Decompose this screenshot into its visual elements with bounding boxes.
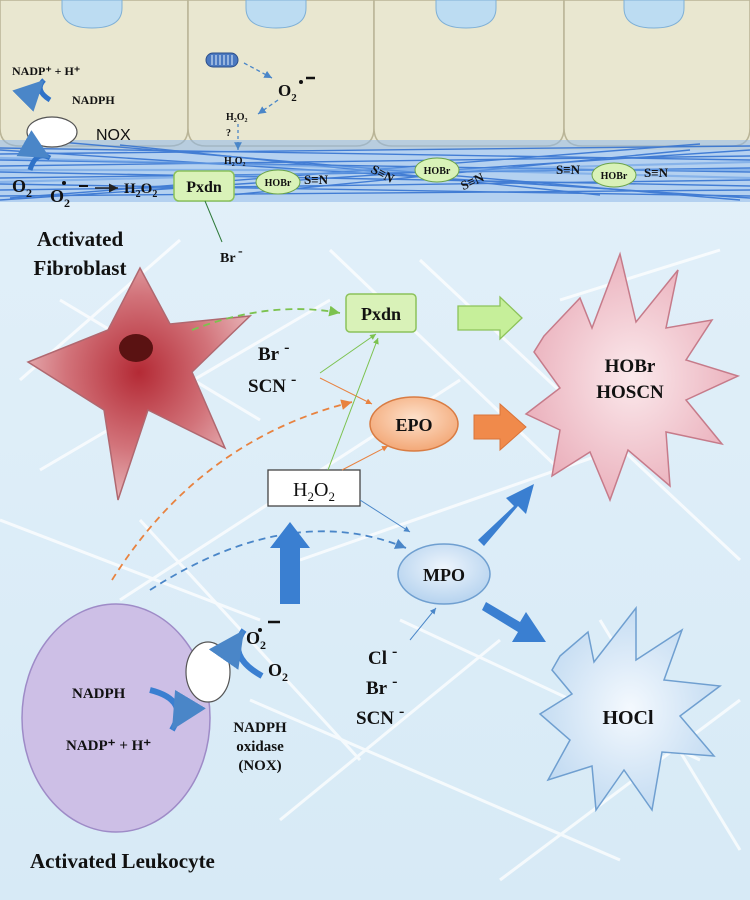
- svg-text:HOBr: HOBr: [265, 178, 292, 189]
- svg-text:S≡N: S≡N: [304, 172, 329, 187]
- pxdn-box: [345, 293, 417, 333]
- matrix-h2o2-label: H₂O₂: [224, 156, 246, 167]
- fibroblast-cell: [26, 266, 253, 501]
- top-pxdn-label: Pxdn: [186, 179, 222, 196]
- h2o2-to-mpo-arrow: [359, 499, 411, 533]
- leukocyte-nadph-arrow: [149, 687, 206, 732]
- nox-label-line1: NADPH: [233, 720, 287, 736]
- o2-to-superoxide-arrow: [208, 628, 264, 679]
- fibroblast-label-line2: Fibroblast: [34, 256, 127, 280]
- burst-hoscn-label: HOSCN: [596, 382, 664, 403]
- top-o2-label: O2: [12, 176, 32, 200]
- cell-h2o2-label: H₂O₂: [226, 112, 248, 123]
- h2o2-to-epo-arrow: [341, 445, 389, 471]
- membrane-hobr-2: HOBr: [414, 157, 460, 183]
- top-pxdn-box: [173, 170, 235, 202]
- epithelial-cell-layer: [0, 0, 750, 150]
- leukocyte-to-epo-arrow: [111, 399, 353, 581]
- svg-text:HOBr: HOBr: [424, 166, 451, 177]
- nox-top-ellipse: [26, 116, 78, 148]
- mito-to-superoxide-arrow: [243, 62, 273, 79]
- bottom-br-label: Br-: [366, 673, 397, 699]
- middle-scn-label: SCN-: [248, 371, 296, 397]
- superoxide-dot: [62, 181, 66, 185]
- cell-superoxide-dot: [299, 80, 303, 84]
- h2o2-box: [267, 469, 361, 507]
- nadph-arrow-top: [12, 78, 52, 112]
- svg-text:HOBr: HOBr: [601, 171, 628, 182]
- halides-to-mpo-arrow: [409, 607, 437, 641]
- br-to-epo-arrow: [319, 377, 373, 405]
- mitochondrion-icon: [205, 52, 239, 68]
- bottom-cl-label: Cl-: [368, 643, 397, 669]
- middle-h2o2-label: H2O2: [293, 479, 335, 504]
- mpo-to-hocl-arrow: [482, 602, 546, 642]
- membrane-hobr-3: HOBr: [591, 162, 637, 188]
- hocl-label: HOCl: [602, 707, 654, 729]
- top-br-label: Br-: [220, 244, 243, 266]
- h2o2-to-pxdn-arrow: [327, 337, 379, 471]
- leukocyte-o2-label: O2: [268, 660, 288, 684]
- membrane-sn-1: S≡N: [304, 172, 329, 187]
- epo-node: [369, 396, 459, 452]
- br-to-pxdn-arrow: [319, 333, 377, 374]
- membrane-sn-5: S≡N: [644, 165, 669, 180]
- leukocyte-nadph-label: NADPH: [72, 686, 126, 702]
- mpo-to-hobr-arrow: [478, 484, 534, 546]
- epo-label: EPO: [395, 415, 432, 435]
- svg-text:S≡N: S≡N: [556, 162, 581, 177]
- fibroblast-to-pxdn-arrow: [191, 305, 341, 331]
- top-h2o2-label: H2O2: [124, 181, 157, 200]
- mpo-node: [397, 543, 491, 605]
- leukocyte-nox-ellipse: [185, 641, 231, 703]
- top-nadp-h-label: NADP⁺ + H⁺: [12, 64, 80, 78]
- top-nadph-label: NADPH: [72, 93, 115, 107]
- fibroblast-label-line1: Activated: [37, 227, 124, 251]
- nox-label-line2: oxidase: [236, 739, 284, 755]
- leukocyte-superoxide-label: O2: [246, 628, 266, 652]
- superoxide-to-h2o2-big-arrow: [270, 522, 310, 604]
- top-nox-label: NOX: [96, 127, 131, 144]
- hocl-burst: [538, 605, 722, 813]
- br-link-line: [204, 200, 223, 243]
- fibroblast-nucleus: [119, 334, 153, 362]
- hobr-hoscn-burst: [524, 251, 741, 503]
- membrane-sn-4: S≡N: [556, 162, 581, 177]
- burst-hobr-label: HOBr: [605, 356, 656, 377]
- leukocyte-superoxide-dot: [258, 628, 262, 632]
- epo-to-hobr-arrow: [473, 402, 527, 452]
- middle-br-label: Br-: [258, 339, 289, 365]
- nox-label-line3: (NOX): [238, 758, 281, 774]
- cell-superoxide-label: O2: [278, 81, 297, 104]
- leukocyte-label: Activated Leukocyte: [30, 849, 215, 873]
- question-mark: ?: [226, 128, 231, 139]
- bottom-scn-label: SCN-: [356, 703, 404, 729]
- leukocyte-nadp-h-label: NADP⁺ + H⁺: [66, 738, 151, 754]
- membrane-hobr-1: HOBr: [255, 169, 301, 195]
- o2-curve-arrow-top: [16, 130, 52, 171]
- pxdn-to-hobr-arrow: [457, 295, 523, 341]
- leukocyte-cell: [21, 603, 211, 833]
- pxdn-label: Pxdn: [361, 304, 401, 324]
- top-superoxide-label: O2: [50, 186, 70, 210]
- svg-text:S≡N: S≡N: [644, 165, 669, 180]
- mpo-label: MPO: [423, 565, 465, 585]
